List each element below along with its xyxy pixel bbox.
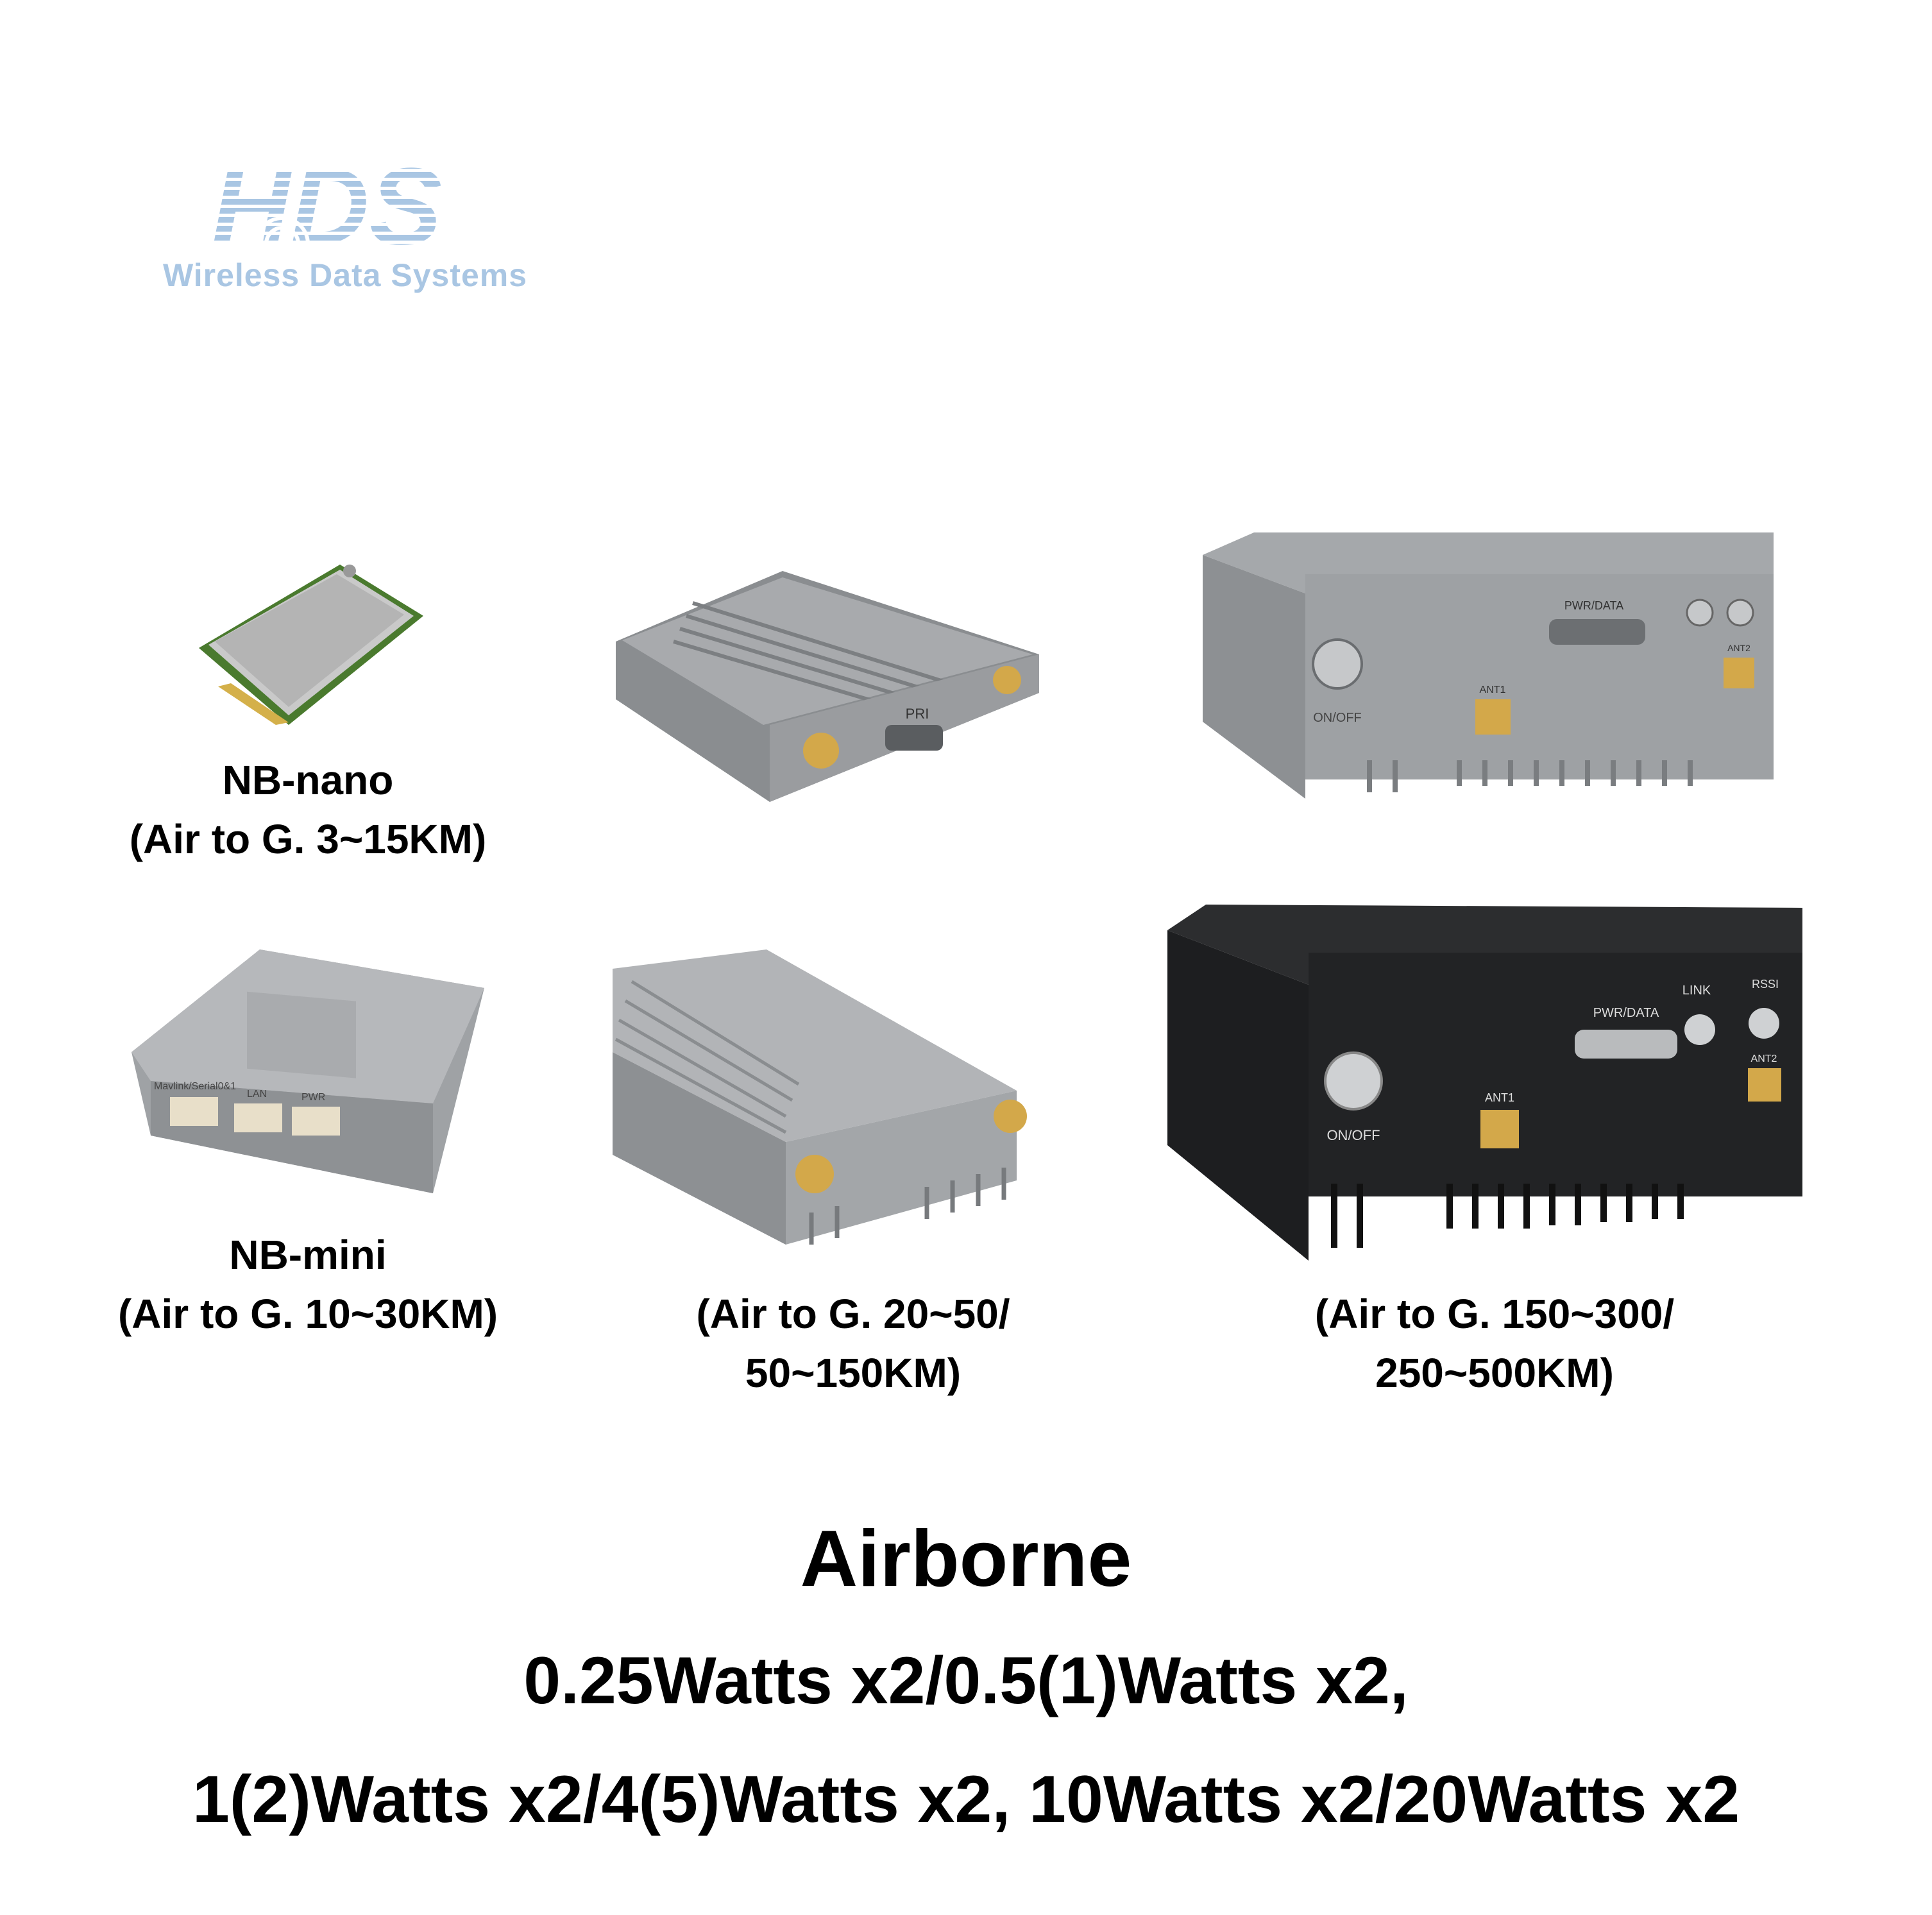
mid-radio-range-line1: (Air to G. 20~50/ <box>696 1291 1010 1337</box>
hds-logo-mark: HDS <box>212 154 442 268</box>
pri-port-label: PRI <box>906 706 929 722</box>
large-radio-silver-image: ON/OFF PWR/DATA ANT1 ANT2 <box>1203 529 1780 799</box>
on-off-label-black: ON/OFF <box>1326 1127 1380 1143</box>
lan-label: LAN <box>247 1089 267 1100</box>
ant2-label-black: ANT2 <box>1751 1053 1777 1064</box>
nb-mini-range: (Air to G. 10~30KM) <box>117 1291 498 1337</box>
logo-mark-text: HDS <box>212 154 442 268</box>
nb-mini-image: Mavlink/Serial0&1 LAN PWR <box>131 943 491 1193</box>
mid-radio-caption: (Air to G. 20~50/ 50~150KM) <box>584 1284 1123 1402</box>
power-line-1: 0.25Watts x2/0.5(1)Watts x2, <box>523 1644 1409 1718</box>
large-radio-black-image: ON/OFF PWR/DATA LINK RSSI ANT1 ANT2 <box>1167 901 1809 1261</box>
ant2-label: ANT2 <box>1727 643 1750 653</box>
large-radio-range-line1: (Air to G. 150~300/ <box>1314 1291 1675 1337</box>
nb-mini-name: NB-mini <box>229 1232 387 1278</box>
large-radio-caption: (Air to G. 150~300/ 250~500KM) <box>1219 1284 1770 1402</box>
pwr-label: PWR <box>301 1092 325 1103</box>
nb-nano-image <box>192 539 436 731</box>
on-off-label: ON/OFF <box>1313 711 1362 725</box>
mavlink-label: Mavlink/Serial0&1 <box>154 1081 236 1092</box>
airborne-heading: Airborne <box>800 1515 1132 1603</box>
nb-nano-range: (Air to G. 3~15KM) <box>129 816 487 862</box>
rssi-label: RSSI <box>1752 978 1779 991</box>
pwr-data-label-black: PWR/DATA <box>1593 1006 1659 1020</box>
brand-logo: HDS Wireless Data Systems <box>160 154 571 308</box>
ant1-label: ANT1 <box>1480 685 1506 695</box>
large-radio-range-line2: 250~500KM) <box>1375 1350 1614 1396</box>
ant1-label-black: ANT1 <box>1485 1091 1514 1104</box>
nb-mini-caption: NB-mini (Air to G. 10~30KM) <box>38 1225 577 1343</box>
nb-nano-caption: NB-nano (Air to G. 3~15KM) <box>38 751 577 869</box>
power-line-2: 1(2)Watts x2/4(5)Watts x2, 10Watts x2/20… <box>192 1762 1740 1837</box>
mid-radio-range-line2: 50~150KM) <box>745 1350 962 1396</box>
nb-nano-name: NB-nano <box>222 757 394 803</box>
mid-radio-heatsink-image <box>606 943 1042 1251</box>
logo-tagline: Wireless Data Systems <box>163 257 528 293</box>
pwr-data-label: PWR/DATA <box>1564 599 1623 612</box>
mid-radio-silver-image: PRI <box>616 565 1039 802</box>
link-label: LINK <box>1682 983 1711 998</box>
